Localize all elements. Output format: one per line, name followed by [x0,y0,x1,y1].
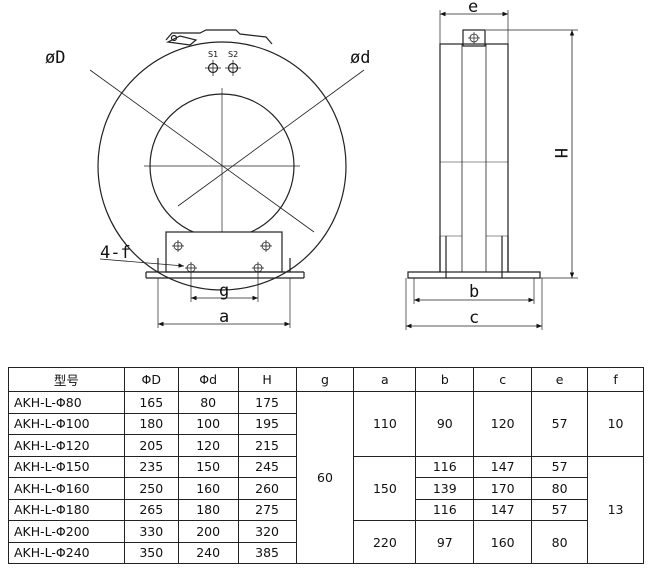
cell-c: 147 [473,455,533,478]
cell-f: 10 [587,391,644,457]
e-label: e [468,0,478,17]
cell-od: 205 [123,434,179,457]
cell-model: AKH-L-Φ80 [8,391,125,414]
table-row: AKH-L-Φ200 330 200 320 220 97 160 80 [8,520,644,564]
side-terminal [462,29,486,47]
spec-table: 型号 ΦD Φd H g a b c e f AKH-L-Φ80 165 80 … [8,367,644,564]
od-label: øD [45,48,65,68]
cell-b: 116 [415,455,475,478]
cell-f: 13 [587,455,644,564]
cell-h: 195 [237,412,297,435]
cell-model: AKH-L-Φ160 [8,477,125,500]
cell-h: 385 [237,541,297,564]
outer-circle [97,41,347,291]
cell-b: 139 [415,477,475,500]
cell-od: 180 [123,412,179,435]
table-row: AKH-L-Φ160 250 160 260 139 170 80 [8,477,644,500]
cell-od: 165 [123,391,179,414]
cell-id: 100 [177,412,239,435]
od-leader [89,69,315,233]
cell-od: 330 [123,520,179,543]
header-c: c [473,367,533,392]
cell-c: 120 [473,391,533,457]
cell-b: 90 [415,391,475,457]
cell-model: AKH-L-Φ150 [8,455,125,478]
c-label: c [469,308,479,328]
technical-drawing: øD ød 4-f g a S1 S2 [45,0,578,330]
cell-a: 150 [353,455,417,521]
cell-g: 60 [295,391,355,564]
cell-a: 110 [353,391,417,457]
cell-id: 200 [177,520,239,543]
side-body [439,43,509,273]
cell-b: 116 [415,498,475,521]
header-g: g [295,367,355,392]
table-row: AKH-L-Φ240 350 240 385 [8,541,644,564]
cell-id: 120 [177,434,239,457]
header-a: a [353,367,417,392]
holes-label: 4-f [100,243,131,263]
cell-e: 57 [531,455,589,478]
cell-model: AKH-L-Φ180 [8,498,125,521]
cell-c: 160 [473,520,533,564]
right-foot [501,236,541,279]
header-od: ΦD [123,367,179,392]
h-label: H [550,148,570,158]
cell-e: 57 [531,498,589,521]
cell-model: AKH-L-Φ200 [8,520,125,543]
cell-e: 80 [531,477,589,500]
mount-holes [172,240,272,274]
cell-h: 320 [237,520,297,543]
table-row: AKH-L-Φ150 235 150 245 150 116 147 57 13 [8,455,644,564]
g-label: g [219,281,229,301]
header-model: 型号 [8,367,125,392]
cell-e: 80 [531,520,589,564]
header-b: b [415,367,475,392]
cell-h: 175 [237,391,297,414]
a-label: a [219,307,229,327]
header-e: e [531,367,589,392]
table-row: AKH-L-Φ100 180 100 195 [8,412,644,435]
cell-b: 97 [415,520,475,564]
front-view [89,29,365,328]
cell-e: 57 [531,391,589,457]
cell-od: 250 [123,477,179,500]
cell-model: AKH-L-Φ100 [8,412,125,435]
header-f: f [587,367,644,392]
cell-id: 80 [177,391,239,414]
cell-c: 170 [473,477,533,500]
base-plate [165,231,283,273]
cell-a: 220 [353,520,417,564]
table-header-row: 型号 ΦD Φd H g a b c e f [8,367,644,392]
table-row: AKH-L-Φ80 165 80 175 60 110 90 120 57 10 [8,391,644,564]
cell-od: 235 [123,455,179,478]
cell-h: 275 [237,498,297,521]
cell-model: AKH-L-Φ240 [8,541,125,564]
cell-id: 240 [177,541,239,564]
b-label: b [469,282,479,302]
cell-h: 215 [237,434,297,457]
s2-label: S2 [228,50,238,59]
left-foot [407,236,447,279]
s1-label: S1 [208,50,218,59]
header-h: H [237,367,297,392]
header-id: Φd [177,367,239,392]
cell-model: AKH-L-Φ120 [8,434,125,457]
terminal-pin [170,34,178,42]
cell-od: 265 [123,498,179,521]
side-view [405,10,578,330]
id-leader [177,69,365,207]
cell-od: 350 [123,541,179,564]
cell-id: 160 [177,477,239,500]
cell-id: 150 [177,455,239,478]
cell-h: 260 [237,477,297,500]
table-row: AKH-L-Φ120 205 120 215 [8,434,644,457]
cell-c: 147 [473,498,533,521]
terminal-cover-outline [165,29,273,45]
cell-h: 245 [237,455,297,478]
cell-id: 180 [177,498,239,521]
id-label: ød [350,48,370,68]
